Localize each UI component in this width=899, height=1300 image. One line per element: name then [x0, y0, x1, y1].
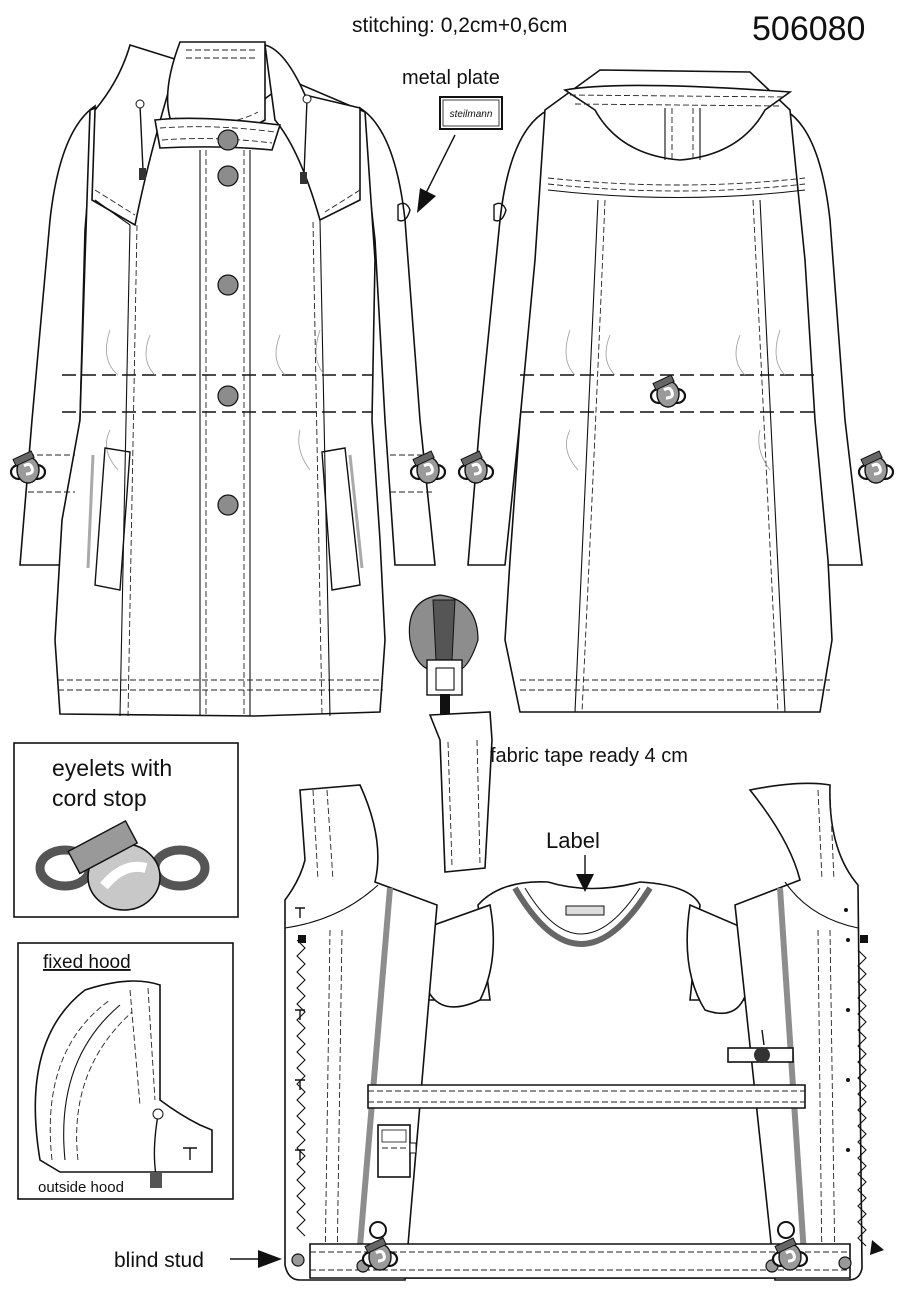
opened-jacket-view: [284, 782, 884, 1281]
back-view: [457, 69, 895, 713]
outside-hood-caption: outside hood: [38, 1179, 124, 1196]
front-button: [217, 165, 239, 187]
left-zipper-teeth: [296, 939, 306, 1237]
stitching-note: stitching: 0,2cm+0,6cm: [352, 14, 567, 37]
metal-plate-brand: steilmann: [450, 109, 493, 120]
front-right-pocket: [321, 447, 361, 591]
front-waist-tunnel: [62, 374, 372, 413]
back-right-cuff-cord-stop: [857, 449, 895, 485]
eyelets-detail-box: eyelets with cord stop: [13, 742, 239, 918]
metal-plate-label: metal plate: [402, 67, 500, 89]
eyelets-title-line2: cord stop: [52, 785, 147, 811]
inside-right-front: [734, 782, 863, 1281]
blind-stud: [838, 1256, 852, 1270]
eyelets-title-line1: eyelets with: [52, 755, 172, 781]
back-right-sleeve: [784, 108, 863, 566]
label-callout: Label: [546, 828, 600, 853]
article-number: 506080: [752, 10, 865, 48]
front-view: [9, 41, 447, 717]
care-label: [565, 905, 605, 916]
fixed-hood-detail-box: fixed hood outside hood: [17, 942, 234, 1200]
blind-stud-label: blind stud: [114, 1249, 204, 1272]
zipper-pull-detail: [408, 594, 493, 873]
fabric-tape-label: fabric tape ready 4 cm: [490, 745, 688, 767]
right-zipper-teeth: [857, 949, 867, 1247]
front-button: [217, 494, 239, 516]
front-right-sleeve: [359, 106, 436, 566]
fixed-hood-title: fixed hood: [43, 952, 131, 973]
fabric-tape: [428, 711, 493, 873]
hood-shape: [34, 980, 213, 1173]
metal-plate-badge: [439, 96, 503, 130]
inside-pocket: [377, 1124, 411, 1178]
front-button: [217, 274, 239, 296]
front-left-hood-side: [91, 43, 180, 227]
back-left-sleeve: [467, 108, 549, 566]
blind-stud: [291, 1253, 305, 1267]
front-left-sleeve: [19, 104, 96, 566]
front-button: [217, 385, 239, 407]
inside-waist-tunnel: [367, 1084, 806, 1109]
back-waist-tunnel: [520, 374, 815, 413]
front-left-pocket: [94, 447, 131, 591]
metal-plate-arrow: [424, 134, 456, 196]
front-button: [217, 129, 239, 151]
